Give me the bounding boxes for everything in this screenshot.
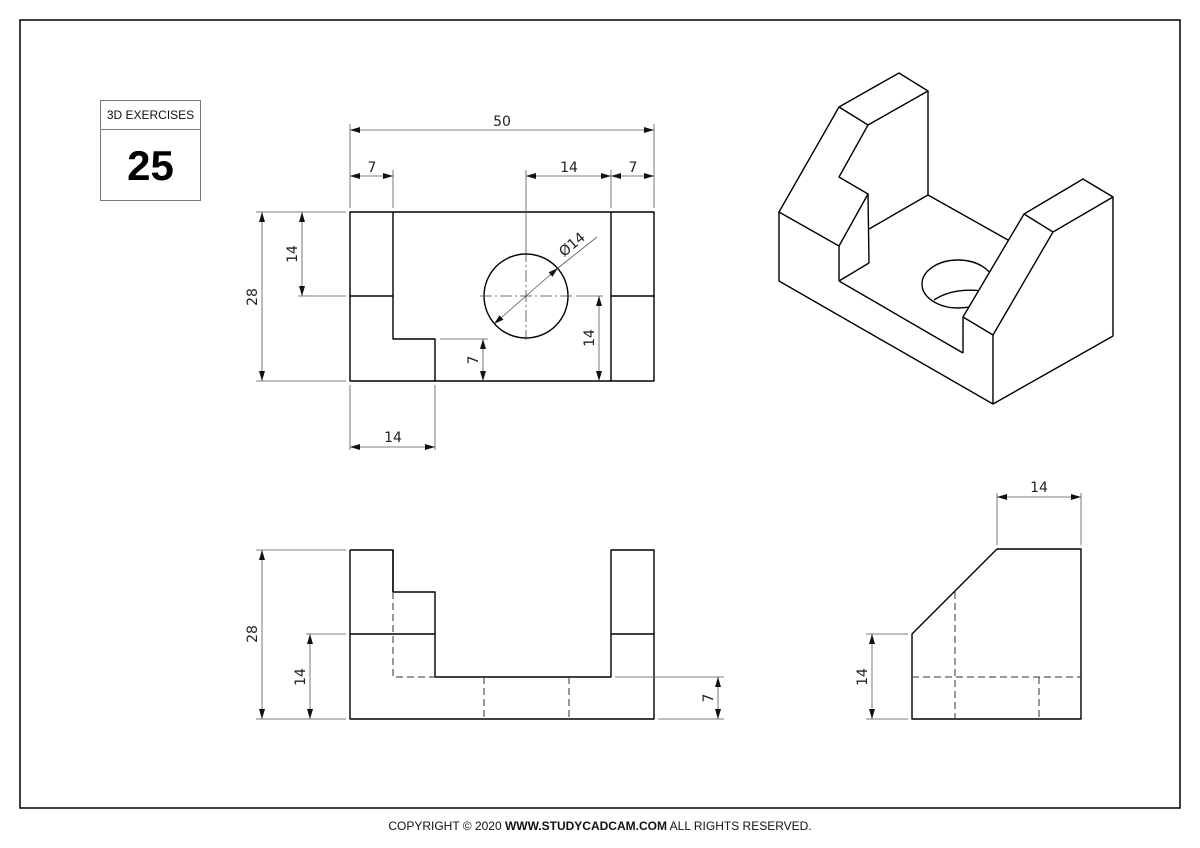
dim-overall-width: 50	[493, 114, 511, 130]
copyright-footer: COPYRIGHT © 2020 WWW.STUDYCADCAM.COM ALL…	[0, 819, 1200, 833]
sheet-border	[19, 19, 1181, 809]
dim-step-width: 14	[384, 430, 402, 446]
isometric-view	[778, 72, 1114, 405]
dim-lower-height: 14	[293, 668, 309, 686]
footer-site: WWW.STUDYCADCAM.COM	[504, 819, 667, 833]
dim-overall-depth: 28	[245, 288, 261, 306]
dim-height: 28	[245, 625, 261, 643]
dim-left-width: 7	[368, 160, 377, 176]
footer-suffix: ALL RIGHTS RESERVED.	[666, 819, 812, 833]
dim-hole-offset: 14	[560, 160, 578, 176]
dim-top-width: 14	[1030, 480, 1048, 496]
dim-upper-depth: 14	[285, 245, 301, 263]
side-view: 14 14	[855, 480, 1082, 720]
badge-number: 25	[127, 142, 174, 189]
dim-floor-height: 7	[701, 694, 717, 703]
dim-right-width: 7	[629, 160, 638, 176]
dim-hole-diameter: Ø14	[556, 229, 588, 260]
dim-side-lower-height: 14	[855, 668, 871, 686]
dim-hole-center: 14	[582, 329, 598, 347]
dim-step-depth: 7	[466, 356, 482, 365]
top-view: 50 7 14 7 28 14 14 7 14 Ø14	[245, 114, 655, 450]
footer-prefix: COPYRIGHT © 2020	[388, 819, 505, 833]
exercise-badge: 3D EXERCISES 25	[100, 100, 201, 201]
badge-label: 3D EXERCISES	[101, 101, 200, 130]
front-view: 28 14 7	[245, 549, 724, 720]
